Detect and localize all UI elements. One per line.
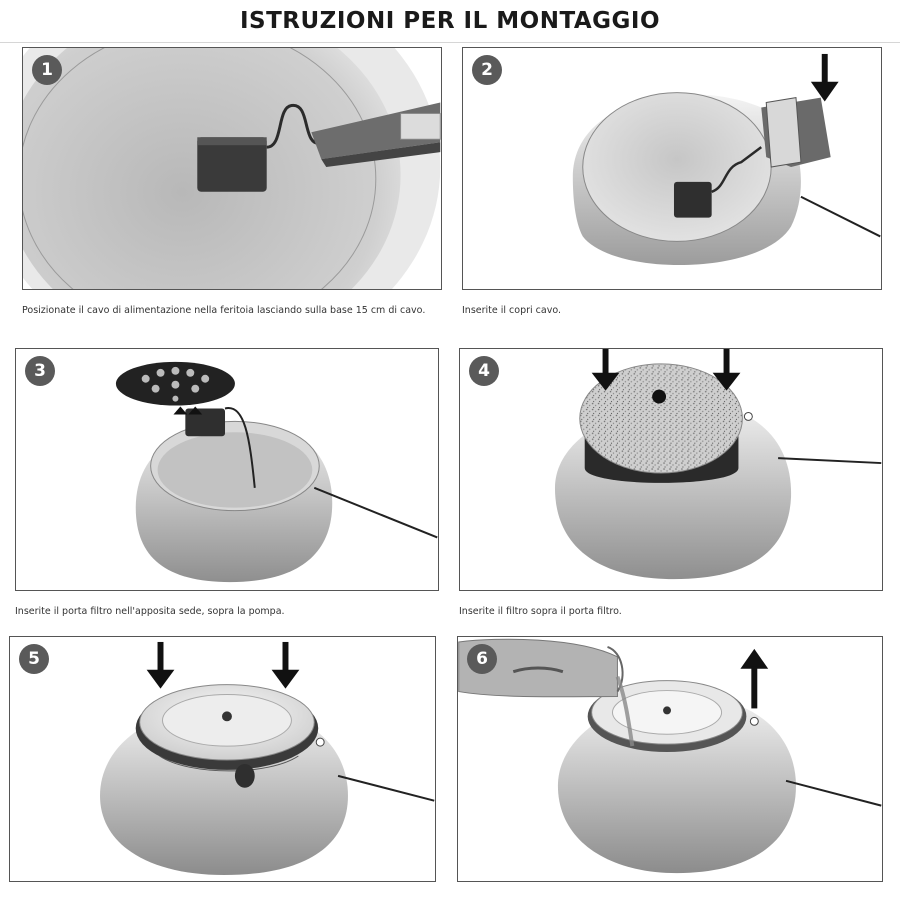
step-5-arrow-down-icon-right — [271, 641, 300, 689]
step-6-illustration — [458, 638, 882, 874]
step-3-caption: Inserite il porta filtro nell'apposita s… — [15, 606, 285, 617]
step-4-illustration — [554, 349, 882, 580]
step-1-panel: 1 — [22, 47, 442, 290]
step-2-panel: 2 — [462, 47, 882, 290]
step-4-panel: 4 — [459, 348, 883, 591]
step-2-caption: Inserite il copri cavo. — [462, 305, 562, 316]
step-4-arrow-down-icon-right — [712, 349, 741, 391]
step-4-arrow-down-icon-left — [591, 349, 620, 391]
step-5-panel: 5 — [9, 636, 436, 882]
step-5-badge: 5 — [19, 644, 49, 674]
step-1-caption: Posizionate il cavo di alimentazione nel… — [22, 305, 426, 316]
step-2-badge: 2 — [472, 55, 502, 85]
step-1-illustration — [23, 48, 441, 289]
step-3-illustration — [115, 361, 438, 583]
step-3-badge: 3 — [25, 356, 55, 386]
step-6-badge: 6 — [467, 644, 497, 674]
step-6-arrow-up-icon — [740, 648, 769, 709]
step-4-caption: Inserite il filtro sopra il porta filtro… — [459, 606, 622, 617]
step-3-panel: 3 — [15, 348, 439, 591]
step-4-badge: 4 — [469, 356, 499, 386]
step-2-illustration — [572, 53, 881, 266]
step-1-badge: 1 — [32, 55, 62, 85]
step-5-arrow-down-icon-left — [146, 641, 175, 689]
step-5-illustration — [100, 641, 435, 876]
title-divider — [0, 42, 900, 43]
step-6-panel: 6 — [457, 636, 883, 882]
step-2-arrow-down-icon — [810, 53, 839, 102]
page-title: ISTRUZIONI PER IL MONTAGGIO — [239, 8, 661, 34]
